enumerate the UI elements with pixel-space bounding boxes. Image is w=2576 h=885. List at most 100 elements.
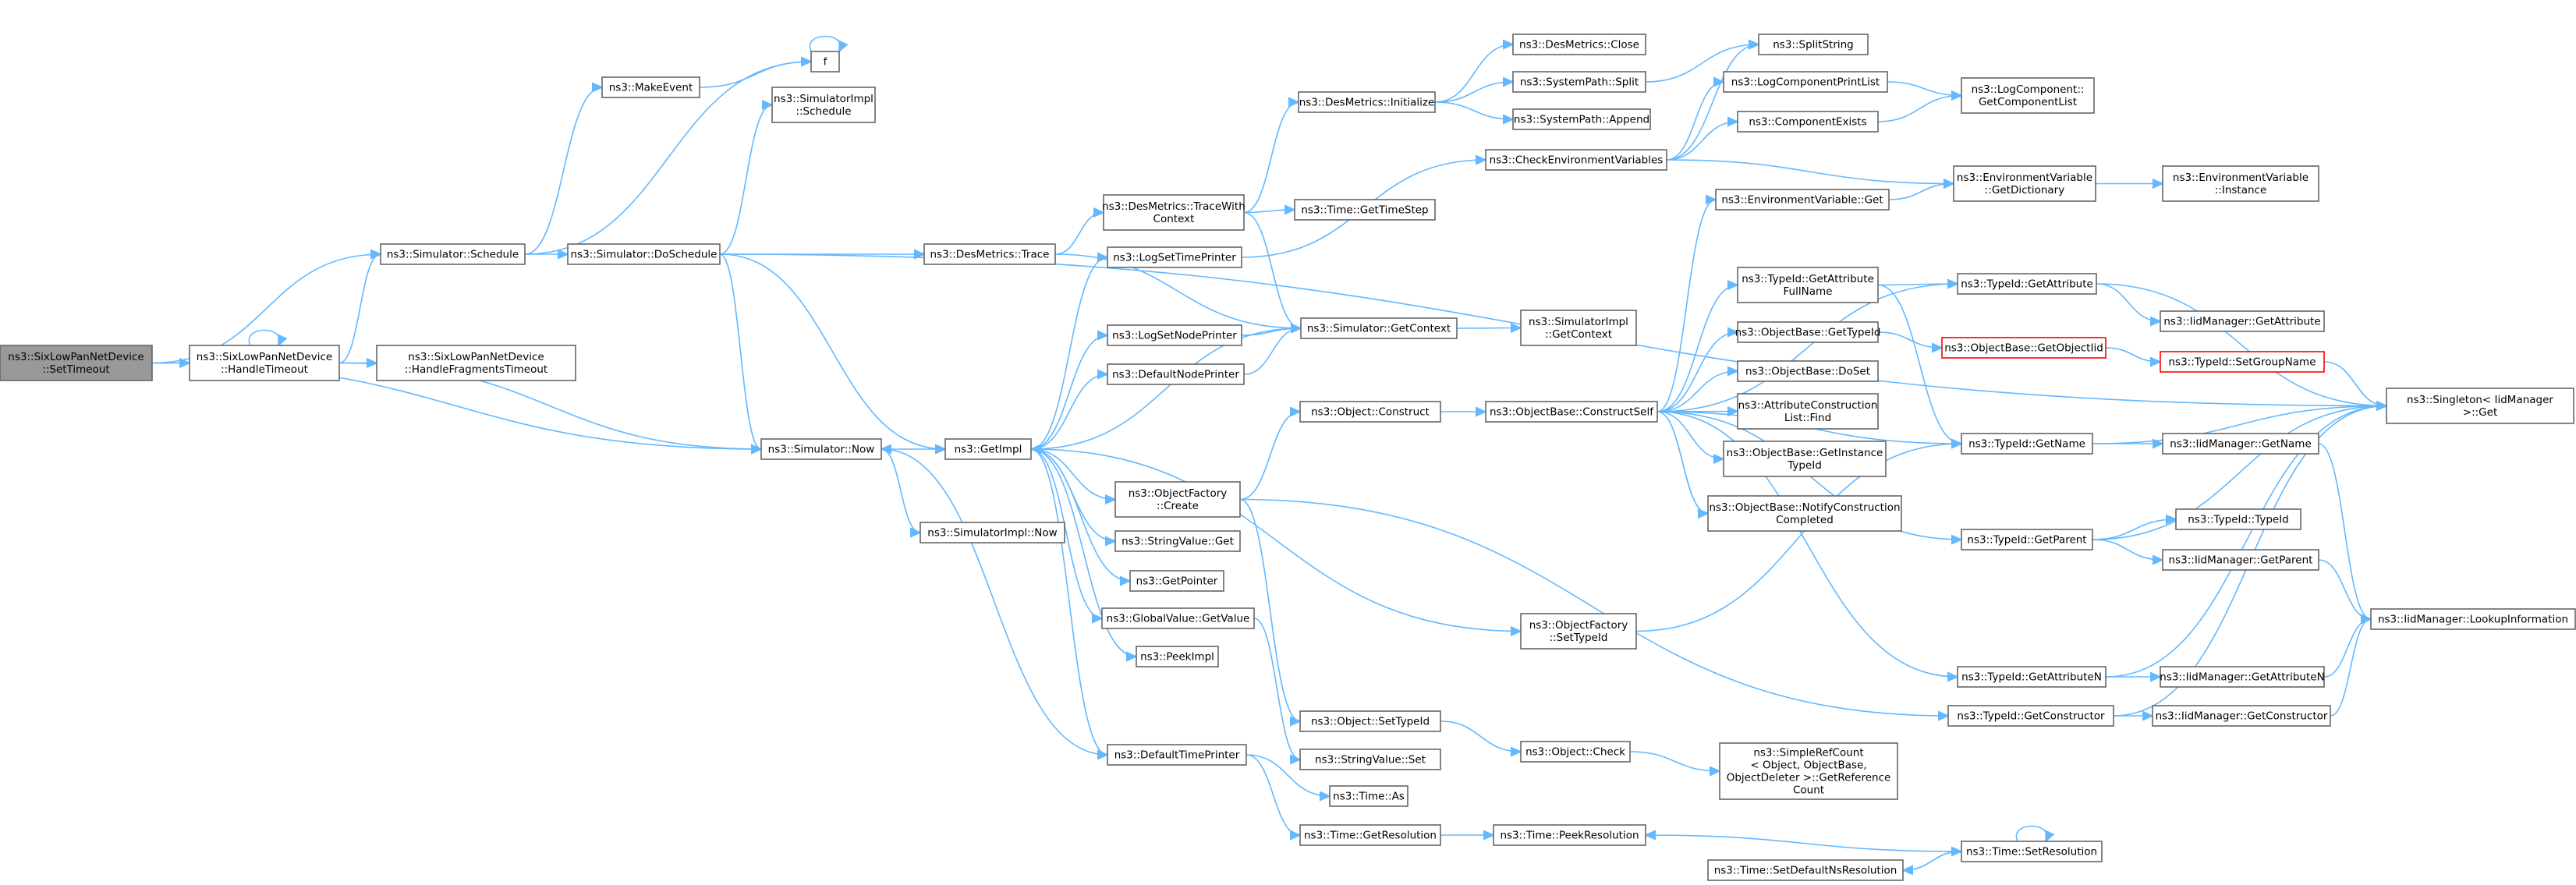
node-box [1520, 741, 1631, 763]
node-box [1129, 570, 1224, 592]
node-label: ns3::Time::SetDefaultNsResolution [1714, 865, 1897, 877]
node-simImplNow[interactable]: ns3::SimulatorImpl::Now [919, 522, 1065, 543]
node-timeSetDefaultNsRes[interactable]: ns3::Time::SetDefaultNsResolution [1707, 859, 1904, 881]
node-logSetNodePrinter[interactable]: ns3::LogSetNodePrinter [1107, 324, 1242, 346]
node-label: ns3::DefaultNodePrinter [1112, 369, 1239, 381]
node-simpleRefCount[interactable]: ns3::SimpleRefCount< Object, ObjectBase,… [1719, 742, 1898, 800]
node-now[interactable]: ns3::Simulator::Now [760, 438, 882, 460]
node-label: ::Instance [2215, 184, 2267, 196]
node-typeIdGetConstructor[interactable]: ns3::TypeId::GetConstructor [1947, 705, 2114, 727]
node-sysSplit[interactable]: ns3::SystemPath::Split [1512, 71, 1646, 93]
node-envVarGet[interactable]: ns3::EnvironmentVariable::Get [1715, 189, 1890, 211]
node-label: ns3::AttributeConstruction [1738, 399, 1878, 412]
edge-makeEvent-to-f [699, 62, 811, 88]
node-box [2162, 549, 2319, 571]
node-handleFrag[interactable]: ns3::SixLowPanNetDevice::HandleFragments… [376, 345, 576, 381]
node-objCheck[interactable]: ns3::Object::Check [1520, 741, 1631, 763]
edge-objBaseGetTypeId-to-objBaseGetObjectIid [1877, 331, 1942, 348]
node-envVarGetDict[interactable]: ns3::EnvironmentVariable::GetDictionary [1953, 165, 2096, 202]
node-box [1512, 71, 1646, 93]
edge-typeIdGetAttrFull-to-typeIdGetName [1877, 284, 1961, 444]
node-schedule[interactable]: ns3::Simulator::Schedule [380, 243, 526, 265]
node-defaultNodePrinter[interactable]: ns3::DefaultNodePrinter [1107, 363, 1245, 385]
node-typeIdGetAttr[interactable]: ns3::TypeId::GetAttribute [1957, 273, 2097, 295]
node-objBaseDoSet[interactable]: ns3::ObjectBase::DoSet [1737, 360, 1879, 382]
node-objBaseNotify[interactable]: ns3::ObjectBase::NotifyConstructionCompl… [1707, 495, 1902, 532]
node-iidGetAttr[interactable]: ns3::IidManager::GetAttribute [2160, 310, 2325, 332]
node-handleTimeout[interactable]: ns3::SixLowPanNetDevice::HandleTimeout [189, 345, 340, 381]
node-compExists[interactable]: ns3::ComponentExists [1737, 111, 1879, 133]
node-typeIdTypeId[interactable]: ns3::TypeId::TypeId [2175, 508, 2301, 530]
node-objFactorySetTypeId[interactable]: ns3::ObjectFactory::SetTypeId [1520, 613, 1637, 650]
node-logCompGetList[interactable]: ns3::LogComponent::GetComponentList [1961, 77, 2095, 114]
node-doSchedule[interactable]: ns3::Simulator::DoSchedule [567, 243, 721, 265]
node-label: TypeId [1787, 459, 1822, 472]
node-root[interactable]: ns3::SixLowPanNetDevice::SetTimeout [0, 345, 153, 381]
node-objBaseConstructSelf[interactable]: ns3::ObjectBase::ConstructSelf [1485, 401, 1658, 423]
node-logSetTimePrinter[interactable]: ns3::LogSetTimePrinter [1107, 246, 1242, 268]
edge-typeIdGetAttrFull-to-typeIdGetAttr [1877, 284, 1958, 285]
node-desTrace[interactable]: ns3::DesMetrics::Trace [923, 243, 1056, 265]
node-stringValueGet[interactable]: ns3::StringValue::Get [1114, 530, 1241, 552]
node-splitString[interactable]: ns3::SplitString [1758, 34, 1869, 55]
node-label: ns3::IidManager::GetParent [2169, 554, 2313, 567]
edge-getImpl-to-peekImpl [1030, 448, 1136, 657]
node-box [2386, 388, 2574, 424]
edge-objBaseConstructSelf-to-objBaseDoSet [1657, 371, 1738, 412]
node-timeSetRes[interactable]: ns3::Time::SetResolution [1961, 841, 2103, 862]
node-iidGetName[interactable]: ns3::IidManager::GetName [2162, 433, 2319, 455]
node-typeIdGetAttrN[interactable]: ns3::TypeId::GetAttributeN [1957, 666, 2107, 688]
node-typeIdGetName[interactable]: ns3::TypeId::GetName [1961, 433, 2093, 455]
node-iidGetAttrN[interactable]: ns3::IidManager::GetAttributeN [2160, 666, 2325, 688]
node-timeGetTimeStep[interactable]: ns3::Time::GetTimeStep [1294, 199, 1436, 221]
node-simImplSchedule[interactable]: ns3::SimulatorImpl::Schedule [771, 87, 876, 123]
node-objBaseGetTypeId[interactable]: ns3::ObjectBase::GetTypeId [1735, 321, 1881, 343]
node-f[interactable]: f [810, 51, 840, 73]
node-desInit[interactable]: ns3::DesMetrics::Initialize [1298, 91, 1436, 113]
node-iidGetConstructor[interactable]: ns3::IidManager::GetConstructor [2152, 705, 2331, 727]
node-globalValueGetValue[interactable]: ns3::GlobalValue::GetValue [1101, 607, 1255, 629]
node-defaultTimePrinter[interactable]: ns3::DefaultTimePrinter [1107, 744, 1247, 766]
node-label: ns3::GlobalValue::GetValue [1107, 613, 1250, 625]
node-simImplGetContext[interactable]: ns3::SimulatorImpl::GetContext [1520, 310, 1637, 346]
node-objFactoryCreate[interactable]: ns3::ObjectFactory::Create [1114, 481, 1241, 518]
node-logCompPrintList[interactable]: ns3::LogComponentPrintList [1723, 71, 1888, 93]
node-getImpl[interactable]: ns3::GetImpl [944, 438, 1032, 460]
node-timeGetRes[interactable]: ns3::Time::GetResolution [1299, 824, 1441, 846]
node-label: ns3::TypeId::TypeId [2188, 514, 2289, 526]
node-box [1719, 742, 1898, 800]
node-timePeekRes[interactable]: ns3::Time::PeekResolution [1493, 824, 1646, 846]
node-stringValueSet[interactable]: ns3::StringValue::Set [1299, 749, 1441, 770]
node-peekImpl[interactable]: ns3::PeekImpl [1136, 646, 1219, 667]
node-label: ns3::DesMetrics::TraceWith [1102, 200, 1245, 213]
node-singletonGet[interactable]: ns3::Singleton< IidManager >::Get [2386, 388, 2574, 424]
node-sysAppend[interactable]: ns3::SystemPath::Append [1512, 108, 1651, 130]
node-checkEnv[interactable]: ns3::CheckEnvironmentVariables [1485, 149, 1667, 171]
node-getPointer[interactable]: ns3::GetPointer [1129, 570, 1224, 592]
node-iidGetParent[interactable]: ns3::IidManager::GetParent [2162, 549, 2319, 571]
node-box [1953, 165, 2096, 202]
node-box [1737, 393, 1879, 430]
node-timeAs[interactable]: ns3::Time::As [1329, 785, 1408, 807]
node-typeIdSetGroupName[interactable]: ns3::TypeId::SetGroupName [2160, 351, 2325, 373]
node-box [2162, 433, 2319, 455]
edge-objBaseConstructSelf-to-envVarGet [1657, 200, 1716, 412]
node-envVarInstance[interactable]: ns3::EnvironmentVariable::Instance [2162, 165, 2319, 202]
node-box [760, 438, 882, 460]
node-typeIdGetParent[interactable]: ns3::TypeId::GetParent [1961, 529, 2093, 550]
node-objConstruct[interactable]: ns3::Object::Construct [1299, 401, 1441, 423]
node-makeEvent[interactable]: ns3::MakeEvent [601, 76, 700, 98]
node-objBaseGetObjectIid[interactable]: ns3::ObjectBase::GetObjectIid [1941, 337, 2107, 359]
node-objSetTypeId[interactable]: ns3::Object::SetTypeId [1299, 710, 1441, 732]
node-label: Context [1153, 213, 1195, 225]
node-desClose[interactable]: ns3::DesMetrics::Close [1512, 34, 1646, 55]
edge-timeSetDefaultNsRes-to-timeSetRes [1902, 851, 1961, 871]
node-box [1957, 273, 2097, 295]
node-simGetContext[interactable]: ns3::Simulator::GetContext [1300, 317, 1458, 339]
node-iidLookup[interactable]: ns3::IidManager::LookupInformation [2370, 608, 2576, 630]
